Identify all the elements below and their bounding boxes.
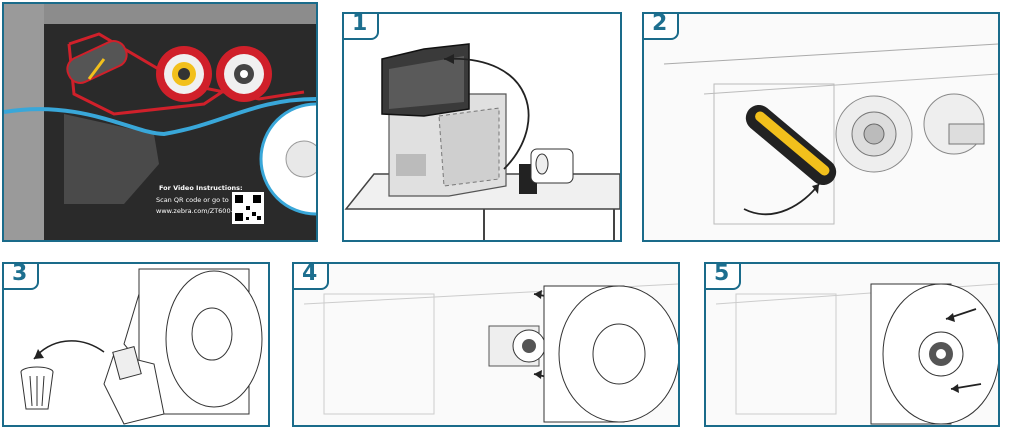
media-roll-icon: [870, 283, 998, 425]
step-3-illustration: [20, 268, 263, 425]
printhead-assembly-icon: [64, 114, 159, 204]
step-5-number: 5: [706, 264, 742, 290]
step-2-number: 2: [644, 14, 680, 40]
supply-spindle-icon: [835, 95, 913, 173]
step-5-illustration: [706, 264, 998, 425]
hand-icon: [103, 346, 165, 425]
step-1-illustration: [344, 43, 620, 240]
ribbon-takeup-spindle-icon: [216, 46, 272, 102]
step-2-illustration: [644, 14, 998, 240]
lever-arrow-icon: [87, 58, 106, 80]
step-5-panel: 5: [704, 262, 1000, 427]
step-4-panel: 4: [292, 262, 680, 427]
printhead-lever-icon: [66, 40, 128, 84]
overview-panel: For Video Instructions: Scan QR code or …: [2, 2, 318, 242]
media-path-line: [4, 97, 316, 137]
media-door-icon: [381, 43, 470, 117]
printer-body-icon: [388, 93, 507, 197]
small-media-roll-icon: [530, 148, 574, 184]
discard-arrow-icon: [33, 340, 105, 360]
qr-line1: Scan QR code or go to: [156, 196, 229, 204]
swing-arrow-icon: [743, 183, 820, 215]
step-1-number: 1: [344, 14, 380, 40]
qr-code-icon: [232, 192, 264, 224]
step-4-number: 4: [294, 264, 330, 290]
swing-arm-icon: [745, 105, 837, 185]
step-3-panel: 3: [2, 262, 270, 427]
video-instructions-block: For Video Instructions: Scan QR code or …: [156, 184, 245, 215]
step-3-number: 3: [4, 264, 40, 290]
step-2-panel: 2: [642, 12, 1000, 242]
media-roll-icon: [543, 285, 678, 423]
lift-arrow-icon: [443, 58, 530, 170]
step-1-panel: 1: [342, 12, 622, 242]
qr-title: For Video Instructions:: [159, 184, 243, 192]
ribbon-supply-spindle-icon: [156, 46, 212, 102]
printer-path-illustration: For Video Instructions: Scan QR code or …: [4, 4, 316, 240]
step-4-illustration: [294, 264, 678, 425]
qr-line2: www.zebra.com/ZT600-info: [156, 207, 245, 215]
media-roll-icon: [259, 102, 316, 216]
spindle-icon: [488, 325, 546, 367]
trash-can-icon: [20, 366, 54, 410]
takeup-spindle-icon: [923, 93, 985, 155]
